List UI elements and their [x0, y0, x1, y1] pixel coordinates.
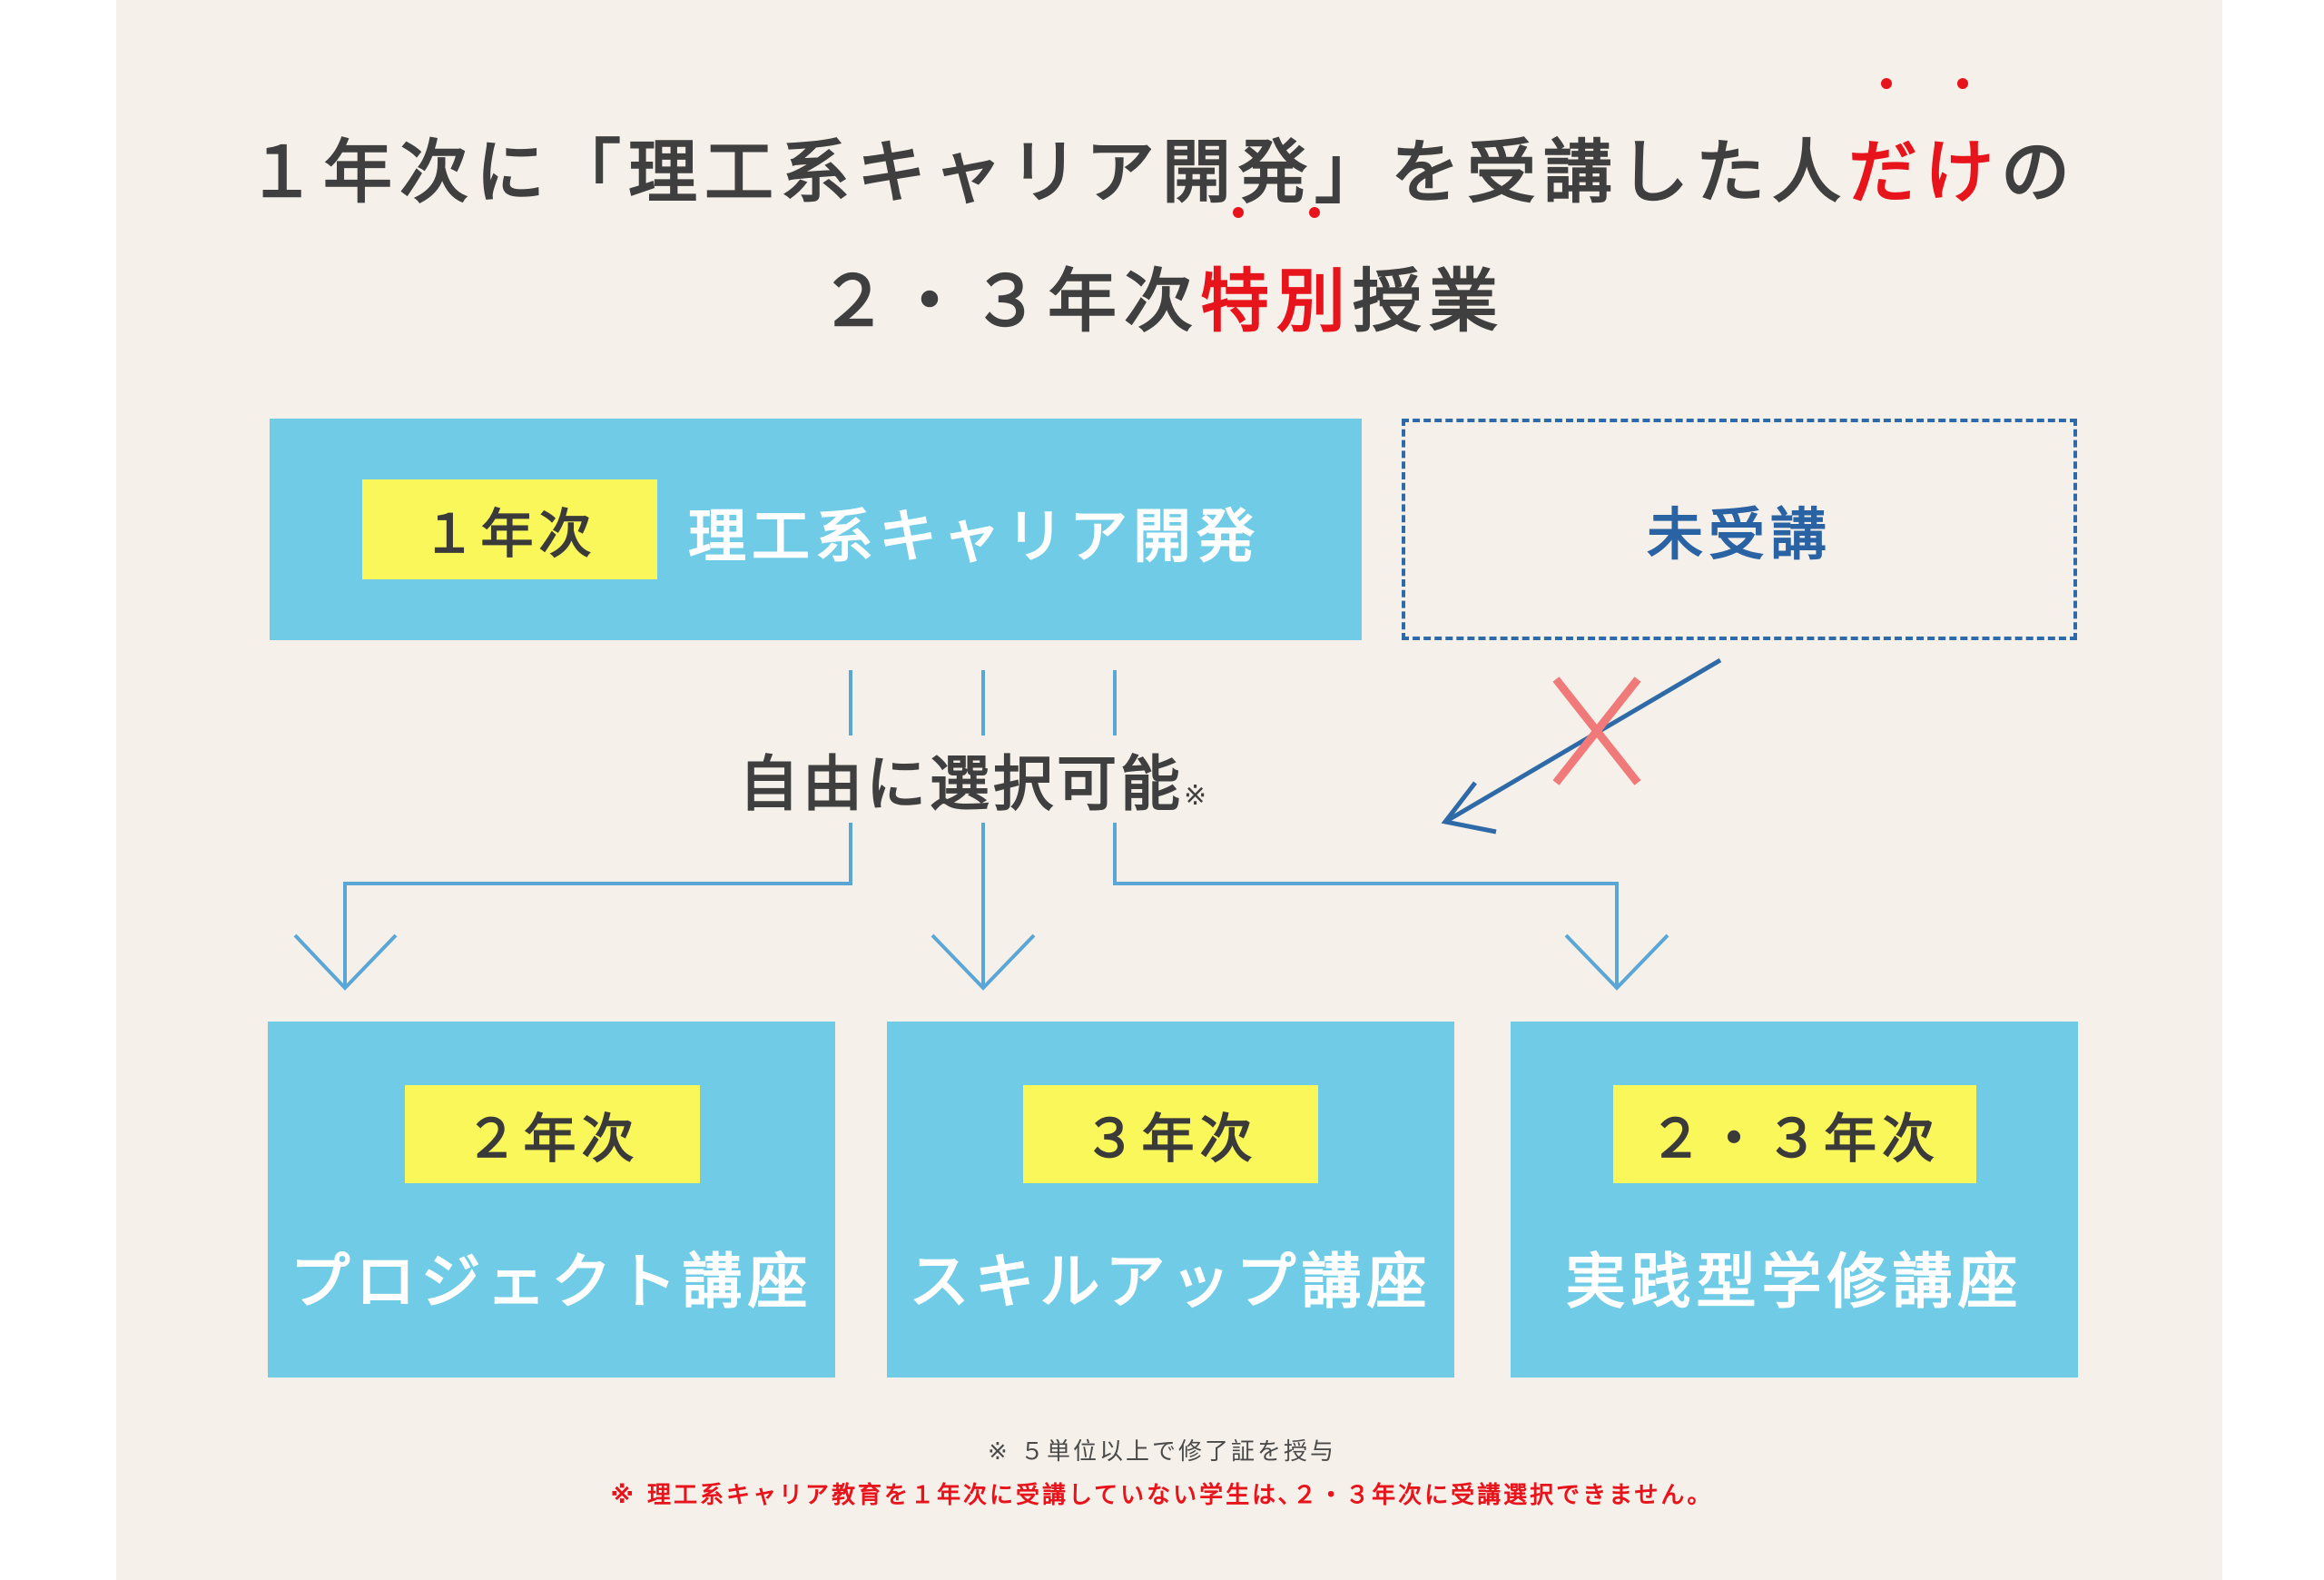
first-year-tag: １年次: [362, 479, 657, 579]
free-choice-label: 自由に選択可能※: [734, 736, 1216, 823]
arrowhead-project: [293, 933, 398, 991]
course-box-skillup: [887, 1022, 1454, 1378]
course-tag-project: ２年次: [405, 1085, 700, 1183]
emphasis-dots: [1200, 207, 1353, 218]
course-label-practical: 実践型学修講座: [1565, 1247, 2024, 1317]
first-year-course-label: 理工系キャリア開発: [688, 504, 1260, 571]
blocked-arrow-line: [1443, 657, 1722, 825]
title-line-2-suffix: 授業: [1353, 261, 1505, 341]
arrowhead-practical: [1564, 933, 1669, 991]
emphasis-dots: [1848, 78, 2001, 89]
not-taken-box: 未受講: [1402, 419, 2077, 640]
connector-to-project: [343, 670, 852, 988]
note-eligibility: ※ 理工系キャリア教育を１年次に受講していない学生は､２・３年次に受講選択できま…: [610, 1482, 1714, 1509]
blocked-arrowhead: [1441, 781, 1497, 834]
course-tag-practical: ２・３年次: [1613, 1085, 1976, 1183]
title-emphasis-dake: だけ: [1827, 78, 2023, 238]
title-line-1-text: １年次に「理工系キャリア開発」を受講した人: [247, 132, 1848, 212]
title-emphasis-tokubetsu: 特別: [1178, 207, 1374, 367]
course-box-project: [268, 1022, 835, 1378]
course-label-skillup: スキルアップ講座: [909, 1247, 1433, 1317]
title-line-1: １年次に「理工系キャリア開発」を受講した人だけの: [0, 78, 2324, 238]
note-certificate: ※ ５単位以上で修了証を授与: [987, 1438, 1337, 1466]
free-choice-text: 自由に選択可能: [739, 749, 1184, 819]
arrowhead-skillup: [931, 933, 1036, 991]
course-tag-skillup: ３年次: [1023, 1085, 1318, 1183]
connector-to-practical: [1113, 670, 1619, 988]
title-line-2-text: ２・３年次: [819, 261, 1200, 341]
course-box-practical: [1511, 1022, 2078, 1378]
title-line-1-suffix: の: [2001, 132, 2077, 212]
title-line-2: ２・３年次特別授業: [0, 207, 2324, 367]
cross-mark: [1552, 676, 1641, 785]
course-label-project: プロジェクト講座: [290, 1247, 813, 1317]
free-choice-note-mark: ※: [1184, 780, 1211, 812]
